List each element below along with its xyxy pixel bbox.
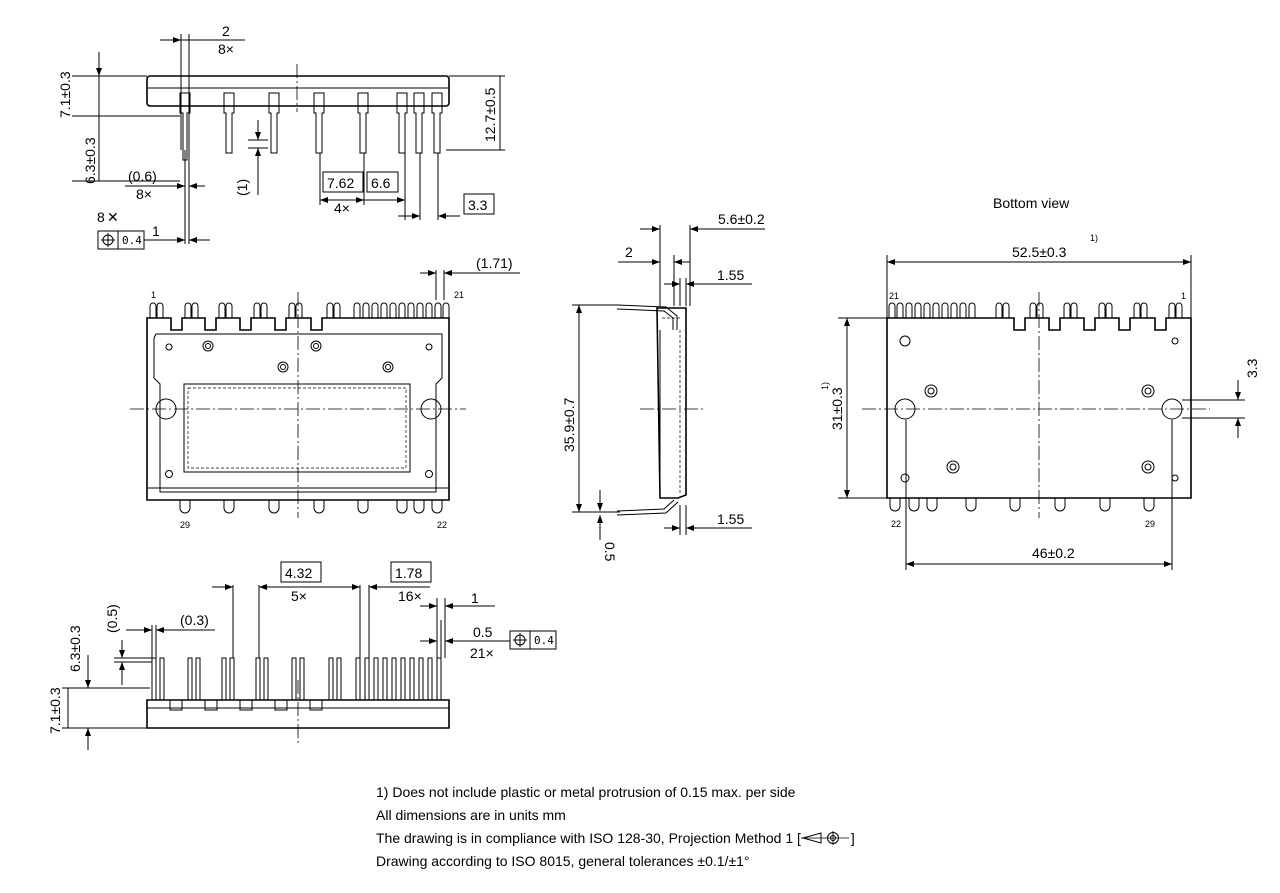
pitch-count: 4× <box>334 200 350 216</box>
lower-dim-05: (0.5) <box>104 604 120 633</box>
top-view: 2 8× 7.1±0.3 6.3±0.3 12.7±0.5 (0.6) 8× 8… <box>57 23 505 250</box>
top-body <box>146 75 450 107</box>
lower-dim-03: (0.3) <box>180 612 209 628</box>
pin-one-dim: 1 <box>152 223 160 239</box>
note-2: All dimensions are in units mm <box>376 807 566 823</box>
lower-body <box>146 699 450 729</box>
front-pin-1: 1 <box>151 290 156 300</box>
lower-height-b: 7.1±0.3 <box>47 687 63 734</box>
lower-pin-width: 0.5 <box>473 624 493 640</box>
bottom-hole-right <box>1161 398 1183 420</box>
side-dim-05: 0.5 <box>602 542 618 562</box>
bottom-span: 46±0.2 <box>1032 545 1075 561</box>
tol-times-glyph: ✕ <box>107 209 119 225</box>
side-dim-2: 2 <box>625 244 633 260</box>
bottom-body <box>886 317 1192 499</box>
front-view: (1.71) 1 21 <box>130 255 520 530</box>
pitch-top-label: 2 <box>222 23 230 39</box>
side-height: 35.9±0.7 <box>561 397 577 452</box>
step-dim: (1) <box>234 179 250 196</box>
front-window <box>183 383 411 473</box>
side-dim-155-bot: 1.55 <box>717 511 744 527</box>
front-pin-29: 29 <box>180 520 190 530</box>
projection-method-icon <box>800 830 851 846</box>
side-dim-155-top: 1.55 <box>717 267 744 283</box>
bottom-width-note: 1) <box>1090 233 1098 243</box>
pin-width: (0.6) <box>128 168 157 184</box>
pitch-2: 6.6 <box>371 175 391 191</box>
side-body <box>656 307 687 499</box>
bottom-height: 31±0.3 <box>829 387 845 430</box>
bottom-top-pins <box>888 302 1183 318</box>
bottom-dim-33: 3.3 <box>1244 358 1260 378</box>
lower-height-a: 6.3±0.3 <box>67 625 83 672</box>
top-height-a: 7.1±0.3 <box>57 71 73 118</box>
front-pin-22: 22 <box>437 520 447 530</box>
bottom-view-title: Bottom view <box>993 195 1070 211</box>
tol-count: 8 <box>97 209 105 225</box>
dim-171: (1.71) <box>476 255 513 271</box>
bottom-height-note: 1) <box>820 382 830 390</box>
pitch-top-count: 8× <box>218 41 234 57</box>
note-4: Drawing according to ISO 8015, general t… <box>376 853 750 869</box>
front-body <box>146 317 450 501</box>
top-height-right: 12.7±0.5 <box>482 87 498 142</box>
front-pin-21: 21 <box>454 290 464 300</box>
notes-block: 1) Does not include plastic or metal pro… <box>376 781 855 873</box>
note-3: The drawing is in compliance with ISO 12… <box>376 827 855 850</box>
note-3-close-bracket: ] <box>850 830 855 846</box>
top-pins <box>179 92 443 161</box>
bottom-pin-29: 29 <box>1145 519 1155 529</box>
bottom-pin-1: 1 <box>1181 291 1186 301</box>
pitch-3: 3.3 <box>468 197 488 213</box>
side-thickness: 5.6±0.2 <box>718 211 765 227</box>
note-3-text: The drawing is in compliance with ISO 12… <box>376 830 801 846</box>
lower-pitch-b-count: 16× <box>398 588 422 604</box>
front-top-pins <box>149 302 450 318</box>
lower-dim-1: 1 <box>471 590 479 606</box>
bottom-view: Bottom view 52.5±0.3 1) 21 1 <box>820 195 1260 570</box>
side-view: 5.6±0.2 2 1.55 35.9±0.7 1.55 0.5 <box>561 211 765 562</box>
top-height-b: 6.3±0.3 <box>82 137 98 184</box>
lower-pin-width-count: 21× <box>470 645 494 661</box>
lower-tol-value: 0.4 <box>534 634 554 647</box>
pin-width-count: 8× <box>136 186 152 202</box>
mount-hole-right <box>420 398 442 420</box>
lower-view: 6.3±0.3 7.1±0.3 (0.5) (0.3) 4.32 5× 1.78… <box>47 561 557 750</box>
lower-pitch-b: 1.78 <box>395 565 422 581</box>
note-1: 1) Does not include plastic or metal pro… <box>376 784 796 800</box>
pitch-1: 7.62 <box>327 175 354 191</box>
lower-pins <box>151 657 442 700</box>
mount-hole-left <box>155 398 177 420</box>
bottom-width: 52.5±0.3 <box>1012 244 1067 260</box>
bottom-pin-22: 22 <box>891 519 901 529</box>
front-bottom-pins <box>179 500 443 514</box>
bottom-lower-pins <box>889 498 1155 512</box>
bottom-pin-21: 21 <box>889 291 899 301</box>
lower-pitch-a-count: 5× <box>291 588 307 604</box>
tol-value: 0.4 <box>122 234 142 247</box>
lower-pitch-a: 4.32 <box>285 565 312 581</box>
bottom-hole-left <box>894 398 916 420</box>
